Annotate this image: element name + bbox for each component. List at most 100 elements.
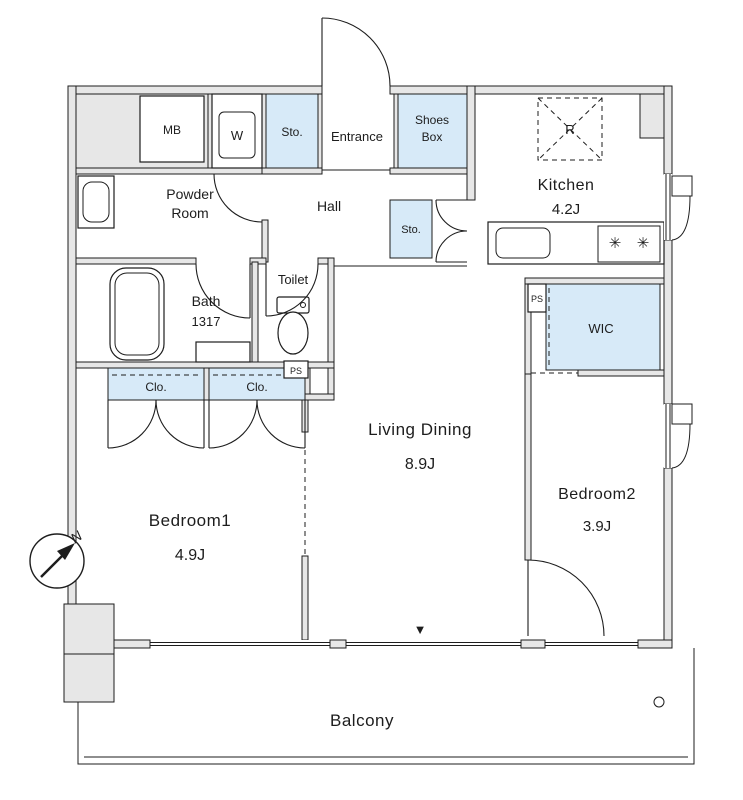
storage-closet-left (107, 367, 205, 401)
label-mb: MB (163, 123, 181, 137)
wall-pier (329, 639, 347, 649)
window-gap (664, 174, 672, 240)
toilet-button (300, 302, 306, 308)
wall-segment (261, 93, 267, 169)
labels: MB W Sto. Entrance Shoes Box Kitchen 4.2… (145, 113, 636, 730)
label-bedroom1-size: 4.9J (175, 547, 205, 564)
wall-segment (301, 555, 309, 641)
wall-segment (393, 93, 399, 169)
label-hall: Hall (317, 198, 341, 214)
wall-segment (466, 85, 476, 201)
vanity (77, 175, 115, 229)
bath-door-arc (195, 263, 251, 319)
fridge-cross-line (537, 97, 603, 161)
wall-segment (389, 167, 468, 175)
label-sto-top: Sto. (281, 125, 302, 139)
double-door-arc (435, 230, 468, 263)
pipe-space-left-box (283, 360, 309, 379)
closet-door-arc (208, 399, 258, 449)
toilet-door-arc (265, 263, 319, 317)
meter-box (139, 95, 205, 163)
wall-pillar (63, 603, 115, 655)
label-washer: W (231, 128, 244, 143)
fixtures: ✳ ✳ (77, 93, 665, 379)
storage-wic (545, 283, 661, 371)
label-living-size: 8.9J (405, 456, 435, 473)
wall-segment (663, 467, 673, 649)
wall-segment (317, 93, 323, 169)
fridge-cross-line (537, 97, 603, 161)
balcony (63, 603, 695, 765)
stove (597, 225, 661, 263)
label-bath-size: 1317 (192, 314, 221, 329)
wall-segment (261, 167, 323, 175)
bath-counter (195, 341, 251, 363)
label-kitchen-size: 4.2J (552, 201, 580, 218)
wall-segment (75, 257, 197, 265)
label-ps-right: PS (531, 294, 543, 304)
window-gap (664, 404, 672, 468)
label-bath: Bath (192, 293, 221, 309)
powder-door-arc (213, 173, 263, 223)
label-balcony: Balcony (330, 711, 394, 730)
wall-segment (67, 85, 323, 95)
label-bedroom2: Bedroom2 (558, 486, 636, 503)
closet-door-arc (155, 399, 205, 449)
stove-burner-icon: ✳ (609, 235, 622, 252)
label-powder-room: Powder (166, 186, 214, 202)
window-gap (150, 640, 638, 648)
label-kitchen: Kitchen (538, 177, 595, 194)
casement-window-box (671, 403, 693, 425)
closet-door-arc (256, 399, 306, 449)
storage-sto-top (265, 93, 319, 169)
balcony-drain (653, 696, 665, 708)
bedroom2-door-arc (527, 559, 605, 637)
storage-shoes-box (397, 93, 468, 169)
label-living-dining: Living Dining (368, 420, 472, 439)
vanity-sink (82, 181, 110, 223)
wall-segment (577, 369, 665, 377)
wall-segment (251, 261, 259, 369)
label-bedroom2-size: 3.9J (583, 518, 611, 535)
wall-segment (301, 393, 335, 401)
wall-segment (75, 167, 263, 175)
closet-door-arc (107, 399, 157, 449)
casement-window-arc (671, 423, 691, 469)
toilet-bowl (277, 311, 309, 355)
doors (107, 17, 605, 637)
compass: N (29, 527, 86, 589)
wall-segment (389, 85, 673, 95)
entrance-door-arc (321, 17, 391, 87)
bathtub-inner (114, 272, 160, 356)
wall-segment (524, 277, 665, 285)
wall-segment (663, 239, 673, 405)
balcony-outline (77, 648, 695, 765)
north-arrow-icon (57, 543, 75, 560)
double-door-arc (435, 199, 468, 232)
wall-pier (520, 639, 546, 649)
label-shoes-box: Box (422, 130, 443, 144)
label-shoes-box: Shoes (415, 113, 449, 127)
wall-segment (524, 373, 532, 561)
wall-pillar (63, 653, 115, 703)
casement-window-arc (671, 195, 691, 241)
label-sto-hall: Sto. (401, 224, 421, 236)
label-ps-left: PS (290, 366, 302, 376)
bathtub (109, 267, 165, 361)
window-marker-icon: ▼ (414, 622, 427, 637)
label-closet-right: Clo. (246, 380, 267, 394)
fridge-space (537, 97, 603, 161)
label-bedroom1: Bedroom1 (149, 511, 231, 530)
compass-needle (40, 552, 66, 578)
kitchen-counter (487, 221, 665, 265)
storage-areas (107, 93, 661, 401)
label-powder-room: Room (171, 205, 208, 221)
pipe-space-right-box (527, 283, 547, 313)
label-wic: WIC (588, 321, 613, 336)
washer-machine (218, 111, 256, 159)
wall-segment (261, 219, 269, 263)
wall-segment (203, 367, 210, 401)
label-toilet: Toilet (278, 272, 309, 287)
